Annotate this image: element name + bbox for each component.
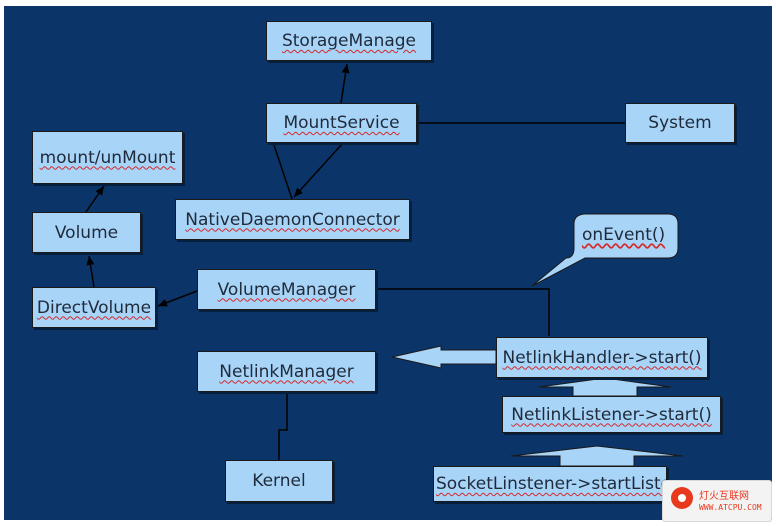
node-label: Kernel xyxy=(252,471,306,491)
watermark-name: 灯火互联网 xyxy=(699,491,749,502)
node-label: SocketLinstener->startListener() xyxy=(436,474,666,494)
edge-volumemanager-netlinkhandler xyxy=(376,288,550,336)
block-arrow-up-1 xyxy=(538,377,672,397)
node-kernel: Kernel xyxy=(225,460,333,502)
node-label: NetlinkManager xyxy=(219,361,354,382)
node-label: NativeDaemonConnector xyxy=(185,209,400,230)
node-on-event-label: onEvent() xyxy=(582,225,666,245)
edge-netlinkmanager-kernel xyxy=(278,392,288,460)
block-arrow-left xyxy=(391,345,497,369)
diagram-canvas xyxy=(4,6,772,520)
edge-volume-mount xyxy=(85,185,105,213)
edge-mountservice-storagemanage xyxy=(340,63,350,104)
edge-mountservice-ndc xyxy=(293,142,344,198)
node-netlink-listener: NetlinkListener->start() xyxy=(502,396,721,433)
node-netlink-manager: NetlinkManager xyxy=(197,351,376,392)
node-volume-manager: VolumeManager xyxy=(197,269,376,310)
node-label: Volume xyxy=(54,222,119,243)
node-label: MountService xyxy=(283,113,400,133)
node-netlink-handler: NetlinkHandler->start() xyxy=(496,337,708,378)
node-mount-unmount: mount/unMount xyxy=(32,131,183,184)
node-socket-listener: SocketLinstener->startListener() xyxy=(433,466,667,502)
watermark-logo-icon xyxy=(671,487,693,509)
node-label: mount/unMount xyxy=(39,147,176,168)
node-label: System xyxy=(648,113,712,133)
edge-directvolume-volume xyxy=(86,255,95,288)
watermark: 灯火互联网 WWW.ATCPU.COM xyxy=(658,478,774,524)
node-label: VolumeManager xyxy=(217,279,356,300)
node-storage-manage: StorageManage xyxy=(266,21,432,61)
node-label: NetlinkHandler->start() xyxy=(502,347,702,368)
node-system: System xyxy=(625,103,735,143)
node-mount-service: MountService xyxy=(266,103,417,143)
block-arrow-up-2 xyxy=(510,445,684,467)
node-label: DirectVolume xyxy=(36,297,152,318)
edge-volumemanager-directvolume xyxy=(157,290,198,307)
node-direct-volume: DirectVolume xyxy=(32,287,156,328)
node-native-daemon-connector: NativeDaemonConnector xyxy=(175,199,410,240)
node-label: NetlinkListener->start() xyxy=(511,404,712,425)
node-volume: Volume xyxy=(32,212,141,253)
onevent-callout xyxy=(531,213,679,287)
node-label: StorageManage xyxy=(281,31,417,51)
watermark-url: WWW.ATCPU.COM xyxy=(699,503,762,512)
watermark-badge: 灯火互联网 WWW.ATCPU.COM xyxy=(662,480,772,522)
